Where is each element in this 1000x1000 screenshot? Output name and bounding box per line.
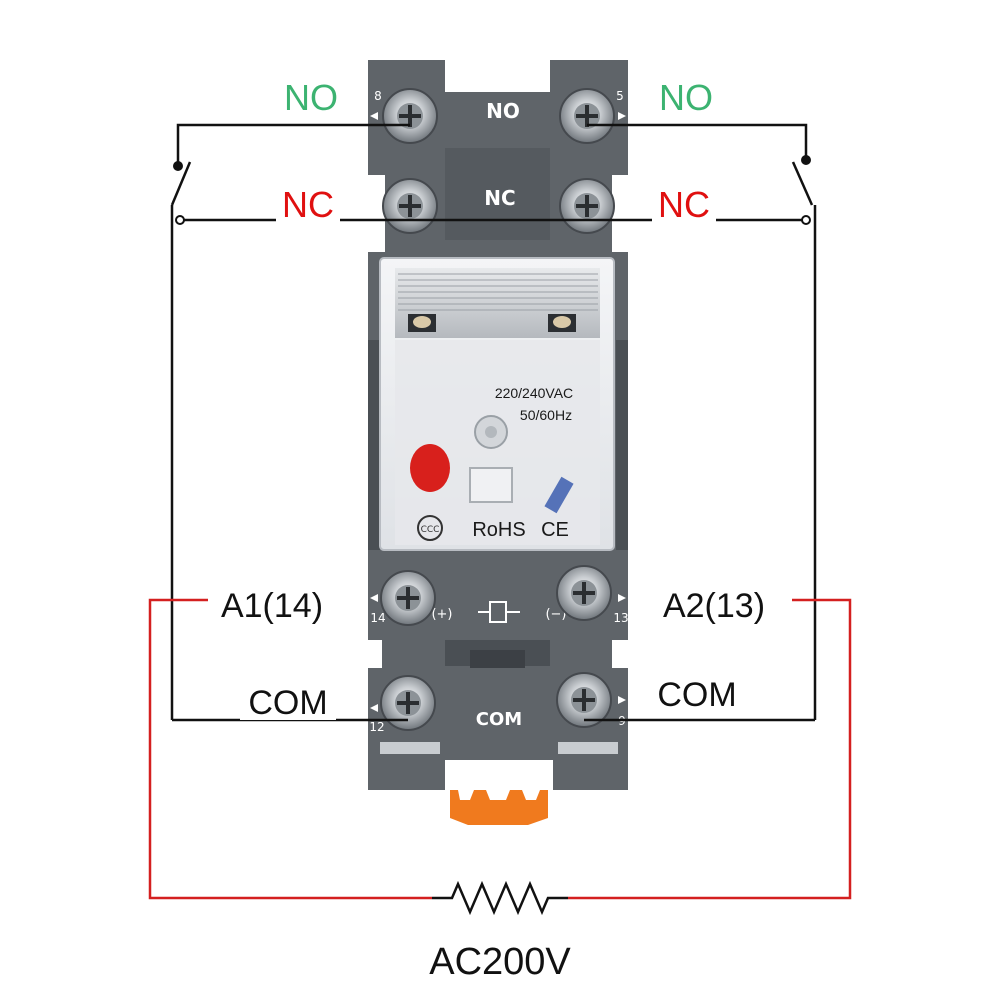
relay-contact-tip-left — [413, 316, 431, 328]
terminal-arrow-8 — [370, 112, 378, 120]
terminal-arrow-1 — [618, 203, 626, 211]
led-icon — [410, 444, 450, 492]
diagram-labels: NO NO NC NC A1(14) A2(13) COM COM AC200V — [210, 77, 776, 983]
base-bottom-strip-left — [380, 742, 440, 754]
terminal-number-8: 8 — [374, 89, 382, 103]
label-bg-nc-left — [276, 182, 340, 222]
din-latch — [450, 790, 548, 825]
terminal-arrow-5 — [618, 112, 626, 120]
relay-rib-lines — [398, 273, 598, 311]
base-marking-com: COM — [476, 709, 522, 730]
base-slot-bottom — [470, 650, 525, 668]
base-right-rib — [616, 340, 628, 550]
base-marking-no: NO — [486, 99, 520, 123]
terminal-number-1: 1 — [618, 179, 626, 193]
coil-symbol-icon — [478, 601, 520, 623]
label-no-right: NO — [659, 77, 713, 118]
terminal-number-5: 5 — [616, 89, 624, 103]
label-a1: A1(14) — [221, 587, 323, 625]
base-markings: NO NC COM 8 5 4 1 14 13 12 9 (+) (−) — [369, 89, 628, 734]
relay-frequency-rating: 50/60Hz — [520, 407, 572, 423]
node-no-left — [173, 161, 183, 171]
relay-rohs-mark: RoHS — [472, 519, 525, 541]
screw-terminal-icon — [382, 88, 438, 144]
relay-contact-tip-right — [553, 316, 571, 328]
relay-ce-mark: CE — [541, 519, 569, 541]
resistor-symbol-icon — [432, 880, 568, 916]
label-com-right: COM — [657, 676, 736, 714]
relay-test-button-center — [485, 426, 497, 438]
screw-terminal-icon — [559, 88, 615, 144]
label-bg-nc-right — [652, 182, 716, 222]
screw-terminal-icon — [559, 178, 615, 234]
terminal-arrow-14 — [370, 594, 378, 602]
relay-flag-window — [469, 467, 513, 503]
coil-wiring — [148, 598, 852, 900]
base-bottom-strip-right — [558, 742, 618, 754]
wire-a2 — [568, 598, 852, 900]
contact-wiring-nodes — [173, 155, 811, 225]
screw-terminal-icon — [556, 672, 612, 728]
base-center-bridge-top — [445, 148, 550, 240]
base-marking-nc: NC — [484, 186, 515, 210]
screw-terminal-icon — [382, 178, 438, 234]
label-nc-right: NC — [658, 184, 710, 225]
terminal-arrow-9 — [618, 696, 626, 704]
screw-terminal-icon — [380, 675, 436, 731]
label-no-left: NO — [284, 77, 338, 118]
base-left-rib — [368, 340, 380, 550]
label-com-left: COM — [248, 684, 327, 722]
wire-no-left — [176, 123, 410, 166]
svg-text:CCC: CCC — [421, 525, 440, 535]
label-bg-com-left — [240, 682, 336, 720]
label-nc-left: NC — [282, 184, 334, 225]
node-nc-right — [801, 215, 811, 225]
terminal-number-12: 12 — [369, 720, 384, 734]
switch-contact-icon — [170, 161, 192, 206]
screw-terminal-icon — [380, 570, 436, 626]
relay-voltage-rating: 220/240VAC — [495, 385, 573, 401]
coil-polarity-plus: (+) — [431, 607, 452, 622]
screw-terminal-icon — [556, 565, 612, 621]
label-supply-voltage: AC200V — [429, 941, 571, 983]
relay-blue-wire — [544, 476, 574, 514]
terminal-arrow-12 — [370, 704, 378, 712]
switch-contact-icon — [791, 161, 814, 206]
label-bg-a1 — [210, 582, 334, 622]
terminal-arrow-4 — [370, 203, 378, 211]
relay-module: 220/240VAC 50/60Hz CCC RoHS CE — [379, 257, 615, 551]
label-a2: A2(13) — [663, 587, 765, 625]
node-no-right — [801, 155, 811, 165]
label-bg-a2 — [652, 582, 776, 622]
terminal-number-13: 13 — [613, 611, 628, 625]
terminal-arrow-13 — [618, 594, 626, 602]
terminal-number-14: 14 — [370, 611, 385, 625]
wire-a1 — [148, 598, 432, 900]
terminal-number-4: 4 — [371, 179, 379, 193]
ccc-mark-icon: CCC — [417, 515, 443, 541]
node-nc-left — [175, 215, 185, 225]
coil-polarity-minus: (−) — [545, 607, 566, 622]
wire-no-right — [587, 123, 808, 162]
